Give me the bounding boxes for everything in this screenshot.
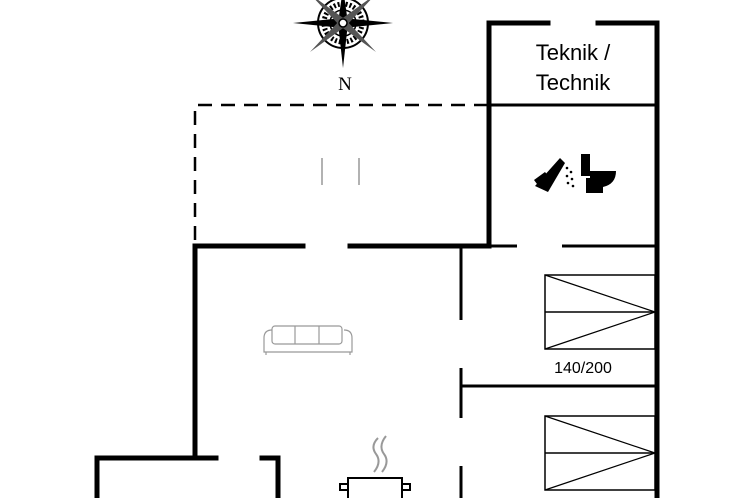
shower-icon <box>534 158 575 192</box>
toilet-icon <box>581 154 616 193</box>
terrace-outline <box>193 103 488 245</box>
technical-room-label-line2: Technik <box>536 70 612 95</box>
bed-size-label: 140/200 <box>554 360 612 377</box>
compass-rose-icon <box>293 0 393 68</box>
double-bed-icon-2 <box>544 415 656 491</box>
cooking-pot-icon <box>339 435 411 498</box>
sofa-icon <box>263 325 353 355</box>
interior-partitions <box>459 244 657 498</box>
main-walls <box>94 243 492 498</box>
technical-room-label-line1: Teknik / <box>536 40 611 65</box>
double-bed-icon <box>544 274 656 350</box>
north-label: N <box>338 74 352 95</box>
door-marker-icon <box>321 158 360 185</box>
technical-room-walls <box>486 20 660 498</box>
